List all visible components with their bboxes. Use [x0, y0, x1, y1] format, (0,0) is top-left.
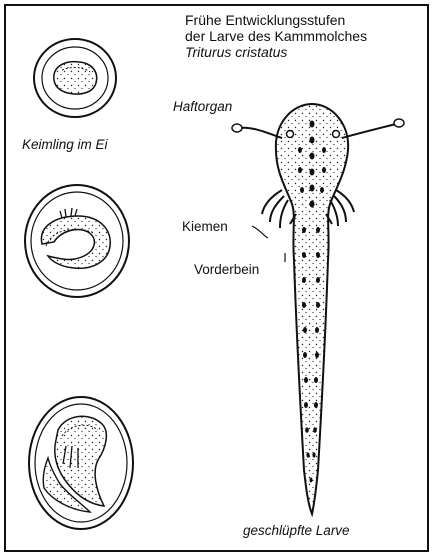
label-hatched-larva: geschlüpfte Larve	[243, 523, 350, 538]
label-embryo-in-egg: Keimling im Ei	[22, 137, 108, 152]
gills-leader-line	[252, 226, 268, 238]
label-adhesive-organ: Haftorgan	[173, 99, 232, 114]
label-gills: Kiemen	[182, 219, 228, 234]
egg-stage-1	[34, 39, 116, 117]
egg-stage-2	[25, 185, 129, 297]
label-foreleg: Vorderbein	[194, 262, 259, 277]
hatched-larva-drawing	[232, 104, 404, 514]
egg-stage-3	[29, 397, 133, 529]
